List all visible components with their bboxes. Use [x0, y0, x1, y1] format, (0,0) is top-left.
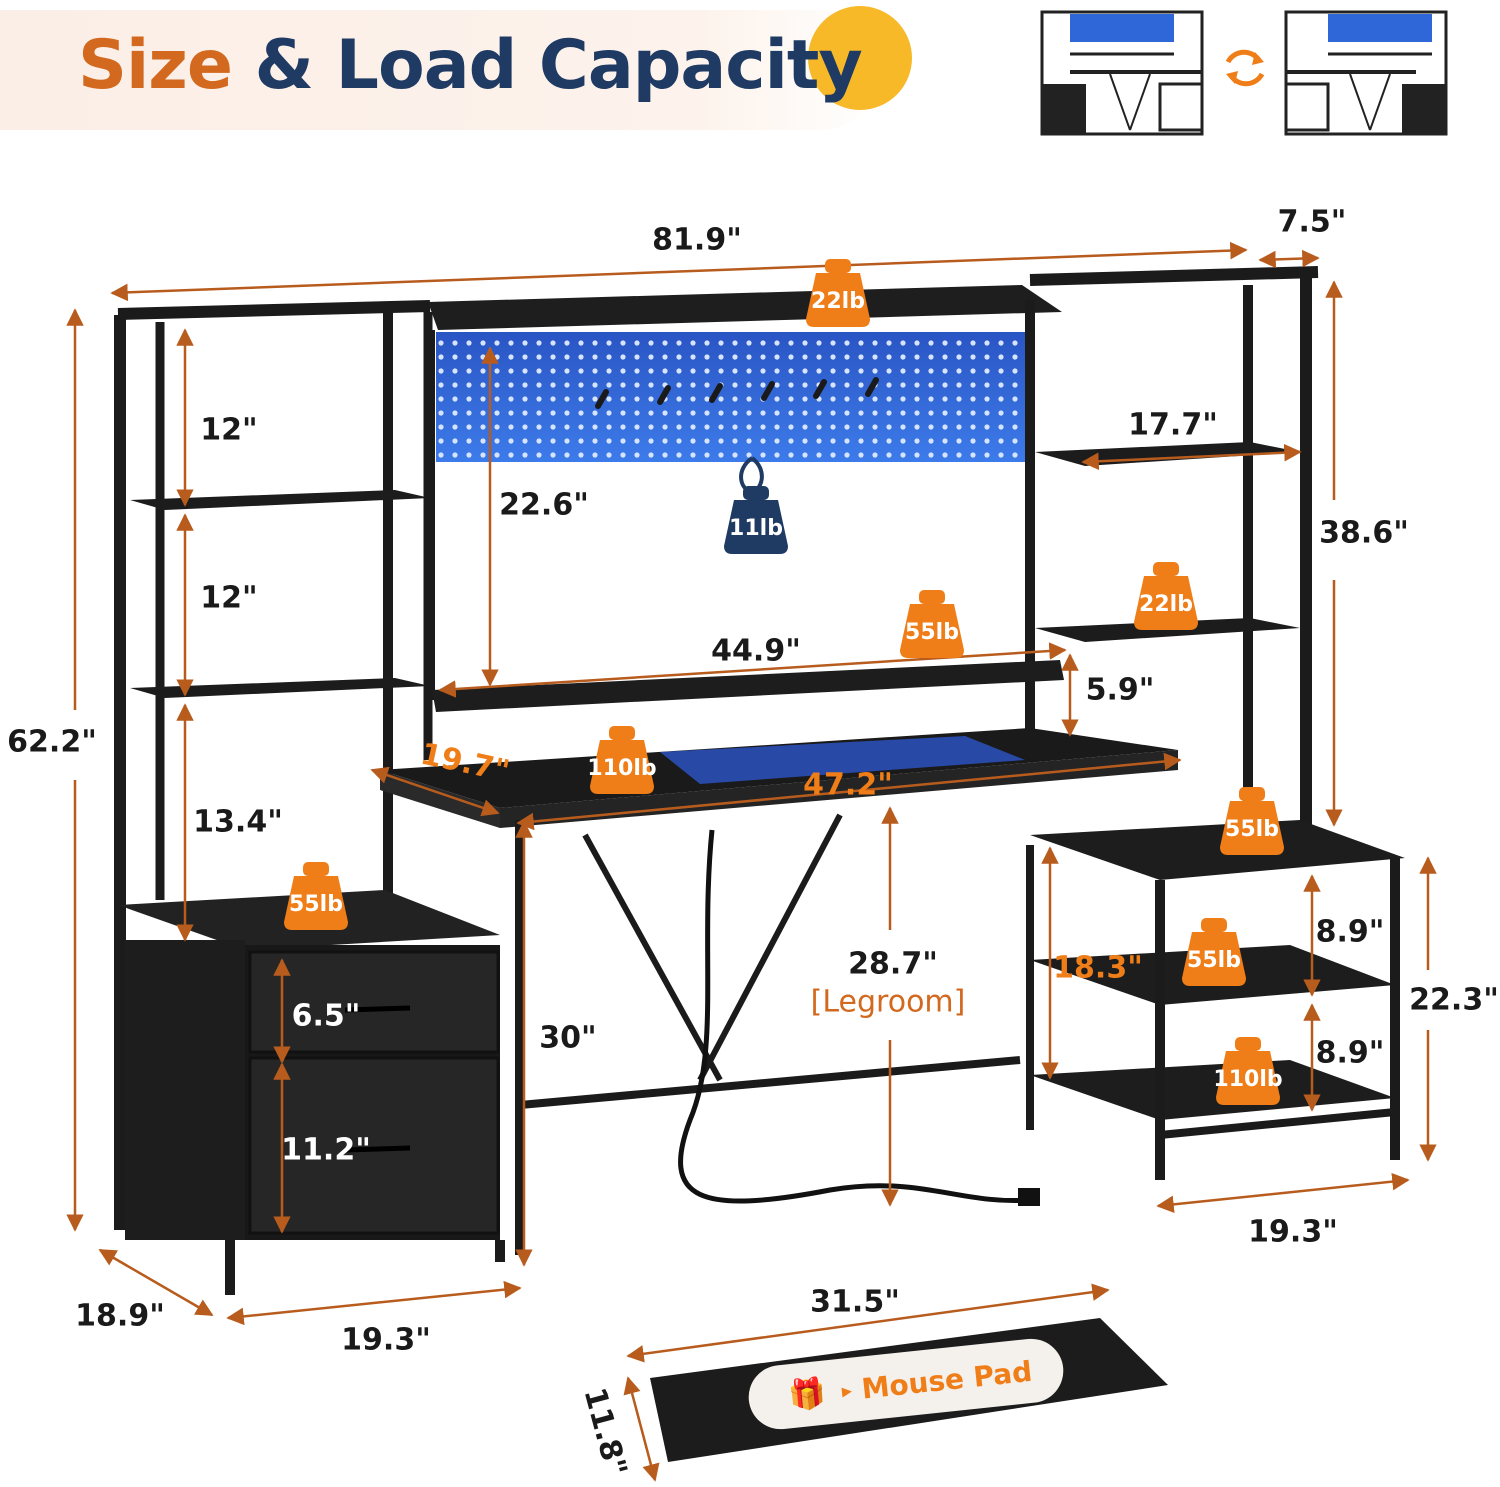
- dim-drawer-top: 6.5": [291, 998, 361, 1034]
- dim-side-unit-height: 22.3": [1409, 982, 1499, 1018]
- weight-label-monitor-shelf: 55lb: [905, 620, 959, 645]
- dim-side-depth: 7.5": [1277, 204, 1347, 240]
- dim-side-gap-2: 8.9": [1315, 1035, 1385, 1071]
- weight-label-side-top: 55lb: [1225, 817, 1279, 842]
- title-part-load-capacity: & Load Capacity: [254, 26, 863, 105]
- dim-total-width: 81.9": [652, 222, 742, 258]
- dim-left-shelf-1: 12": [200, 412, 258, 448]
- dim-right-shelf-width: 17.7": [1128, 407, 1218, 443]
- title-highlight-dot: [808, 6, 912, 110]
- dim-desk-height: 30": [539, 1020, 597, 1056]
- dim-drawer-bottom: 11.2": [281, 1132, 371, 1168]
- dim-side-shelf-height: 18.3": [1053, 950, 1143, 986]
- title-part-size: Size: [78, 26, 233, 105]
- weight-icon-pegboard-hook: 11lb: [724, 486, 788, 554]
- mouse-pad-arrow: ▸: [840, 1377, 853, 1403]
- weight-icon-right-shelf: 22lb: [1134, 562, 1198, 630]
- side-shelf-unit: [1026, 820, 1405, 1180]
- weight-label-side-middle: 55lb: [1187, 948, 1241, 973]
- weight-icon-side-middle: 55lb: [1182, 918, 1246, 986]
- dim-hutch-width: 44.9": [711, 633, 801, 669]
- weight-icon-side-bottom: 110lb: [1213, 1037, 1283, 1105]
- weight-label-top-shelf: 22lb: [811, 289, 865, 314]
- weight-label-pegboard-hook: 11lb: [729, 516, 783, 541]
- dim-side-gap-1: 8.9": [1315, 914, 1385, 950]
- orientation-thumbnail-right: [1284, 10, 1448, 136]
- dim-hutch-height: 22.6": [499, 487, 589, 523]
- weight-icon-monitor-shelf: 55lb: [900, 590, 964, 658]
- swap-arrows-icon: [1225, 49, 1265, 87]
- dim-legroom-height: 28.7": [848, 946, 938, 982]
- dim-left-shelf-2: 12": [200, 580, 258, 616]
- weight-icon-desktop: 110lb: [587, 726, 657, 794]
- pegboard-hooks: [595, 377, 879, 409]
- title-band: [0, 10, 880, 130]
- dim-riser-height: 5.9": [1085, 672, 1155, 708]
- weight-label-right-shelf: 22lb: [1139, 592, 1193, 617]
- dim-side-unit-width: 19.3": [1248, 1214, 1338, 1250]
- weight-label-desktop: 110lb: [587, 756, 656, 781]
- dim-right-tower-height: 38.6": [1319, 515, 1409, 551]
- dim-mouse-pad-width: 31.5": [810, 1284, 900, 1320]
- weight-icon-top-shelf: 22lb: [806, 259, 870, 327]
- page-title: Size & Load Capacity: [78, 26, 863, 105]
- dimension-lines: [66, 241, 1437, 1482]
- weight-badges: 22lb 11lb 22lb 55lb 110lb 55lb 55lb 55lb 110lb: [284, 259, 1284, 1105]
- weight-icon-side-top: 55lb: [1220, 787, 1284, 855]
- weight-icon-cabinet-top: 55lb: [284, 862, 348, 930]
- gift-icon: 🎁: [786, 1375, 828, 1414]
- dim-total-height: 62.2": [7, 724, 97, 760]
- orientation-thumbnail-left: [1040, 10, 1204, 136]
- mouse-pad-label: Mouse Pad: [859, 1354, 1034, 1406]
- dim-desk-width: 47.2": [803, 767, 893, 803]
- file-cabinet: [118, 890, 505, 1295]
- dim-cabinet-width: 19.3": [341, 1322, 431, 1358]
- legroom-label: [Legroom]: [810, 984, 966, 1020]
- dim-left-shelf-3: 13.4": [193, 804, 283, 840]
- weight-label-cabinet-top: 55lb: [289, 892, 343, 917]
- weight-label-side-bottom: 110lb: [1213, 1067, 1282, 1092]
- dim-cabinet-depth: 18.9": [75, 1298, 165, 1334]
